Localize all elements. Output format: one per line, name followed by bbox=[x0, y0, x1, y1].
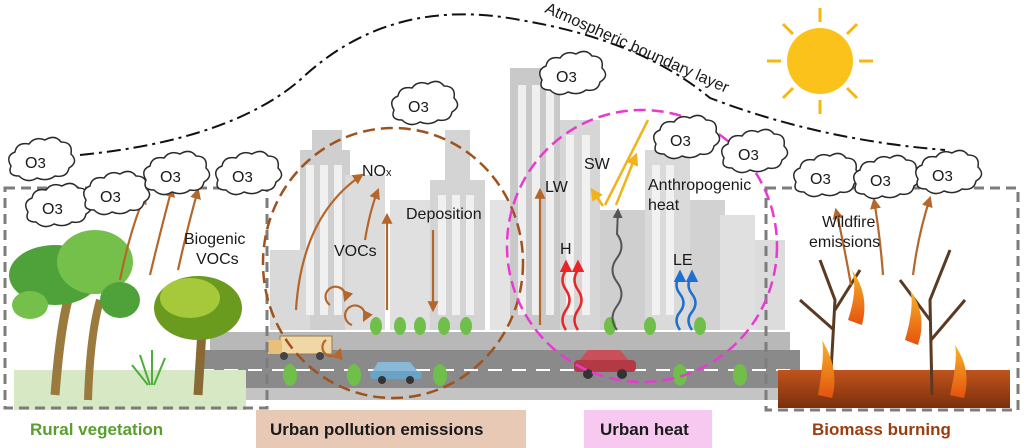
anthropogenic-label-line2: heat bbox=[648, 197, 680, 214]
ozone-cloud: O3 bbox=[915, 149, 983, 195]
urban-pollution-label: Urban pollution emissions bbox=[270, 420, 484, 439]
le-waves bbox=[673, 269, 699, 331]
biomass-burning-label: Biomass burning bbox=[812, 420, 951, 439]
h-label: H bbox=[560, 241, 572, 258]
burning-forest bbox=[778, 249, 1010, 408]
ozone-label: O3 bbox=[932, 168, 953, 185]
sun-icon bbox=[767, 8, 873, 114]
wildfire-label-line2: emissions bbox=[809, 234, 880, 251]
le-label: LE bbox=[673, 252, 693, 269]
street-trees bbox=[283, 317, 747, 386]
urban-heat-circle bbox=[505, 108, 779, 384]
boundary-layer-curve bbox=[79, 13, 946, 156]
ozone-cloud: O3 bbox=[539, 50, 607, 96]
rural-vegetation-label: Rural vegetation bbox=[30, 420, 164, 439]
red-car bbox=[574, 350, 636, 379]
ozone-label: O3 bbox=[556, 69, 577, 86]
vocs-label: VOCs bbox=[334, 243, 377, 260]
ozone-label: O3 bbox=[810, 171, 831, 188]
urban-heat-label: Urban heat bbox=[600, 420, 689, 439]
biogenic-label-line1: Biogenic bbox=[184, 231, 245, 248]
ozone-cloud: O3 bbox=[391, 80, 459, 126]
lw-label: LW bbox=[545, 179, 569, 196]
ozone-label: O3 bbox=[100, 189, 121, 206]
ozone-cloud: O3 bbox=[853, 154, 921, 200]
ozone-label: O3 bbox=[670, 133, 691, 150]
ozone-label: O3 bbox=[408, 99, 429, 116]
ozone-label: O3 bbox=[25, 155, 46, 172]
ozone-label: O3 bbox=[42, 201, 63, 218]
city-skyline bbox=[270, 68, 785, 330]
ozone-cloud: O3 bbox=[793, 152, 861, 198]
blue-car bbox=[370, 362, 422, 384]
ozone-cloud: O3 bbox=[215, 150, 283, 196]
ozone-cloud: O3 bbox=[721, 128, 789, 174]
wildfire-label-line1: Wildfire bbox=[822, 214, 875, 231]
sw-label: SW bbox=[584, 156, 611, 173]
ozone-cloud: O3 bbox=[83, 170, 151, 216]
emission-arrows bbox=[118, 173, 933, 361]
nox-label: NOx bbox=[362, 163, 392, 180]
sw-arrows bbox=[590, 119, 650, 207]
h-waves bbox=[559, 259, 585, 331]
ozone-label: O3 bbox=[738, 147, 759, 164]
urban-pollution-circle bbox=[261, 126, 525, 400]
ozone-cloud: O3 bbox=[25, 182, 93, 228]
rural-trees bbox=[9, 230, 246, 410]
deposition-label: Deposition bbox=[406, 206, 482, 223]
ozone-cloud: O3 bbox=[143, 150, 211, 196]
urban-pollution-badge: Urban pollution emissions bbox=[256, 410, 526, 448]
ozone-cloud: O3 bbox=[8, 136, 76, 182]
anthropogenic-label-line1: Anthropogenic bbox=[648, 177, 751, 194]
anthropogenic-heat-arrow bbox=[611, 208, 623, 331]
ozone-label: O3 bbox=[870, 173, 891, 190]
ozone-label: O3 bbox=[160, 169, 181, 186]
biogenic-label-line2: VOCs bbox=[196, 251, 239, 268]
urban-heat-badge: Urban heat bbox=[584, 410, 712, 448]
ozone-cloud: O3 bbox=[653, 114, 721, 160]
truck bbox=[268, 335, 333, 360]
ozone-label: O3 bbox=[232, 169, 253, 186]
